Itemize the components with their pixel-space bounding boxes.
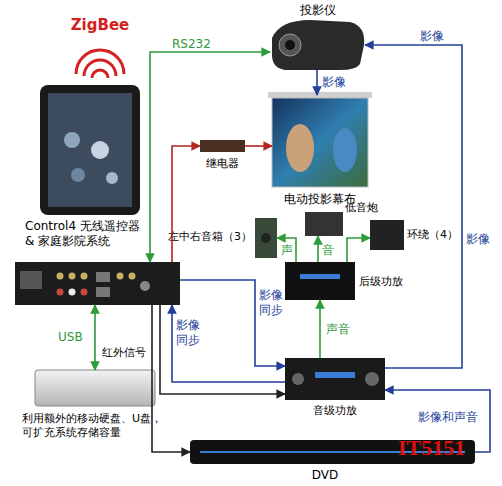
- projector-lens: [285, 40, 295, 50]
- tablet-icon: [71, 168, 85, 182]
- tablet-body: [40, 85, 140, 215]
- amplifier-display: [300, 274, 340, 279]
- connector-label: 红外信号: [102, 346, 146, 360]
- connector-label: 声音: [326, 322, 350, 337]
- screen-image: [272, 98, 368, 187]
- wireless-arc: [84, 60, 116, 76]
- connector: [316, 70, 318, 95]
- port: [96, 287, 110, 297]
- device-label: Control4 无线遥控器 & 家庭影院系统: [25, 219, 147, 249]
- connector-label: 音: [322, 243, 334, 258]
- connector: [150, 52, 270, 262]
- device-node: Control4 无线遥控器 & 家庭影院系统: [15, 262, 180, 305]
- port: [69, 289, 76, 296]
- relay-body: [200, 140, 245, 152]
- controller-body: [15, 262, 180, 305]
- amplifier-knob: [292, 373, 304, 385]
- port: [81, 289, 88, 296]
- subwoofer: [305, 212, 343, 236]
- connector-label: 影像和声音: [418, 410, 478, 425]
- connector: [245, 145, 272, 147]
- port: [69, 273, 76, 280]
- port: [96, 272, 110, 282]
- device-label: 投影仪: [285, 3, 350, 18]
- signal-label: 影像: [420, 29, 444, 44]
- device-label: 继电器: [192, 157, 252, 171]
- device-node: 投影仪: [270, 20, 365, 70]
- device-label: 左中右音箱（3）: [153, 230, 252, 244]
- connector: [347, 238, 370, 262]
- watermark: IT5151: [398, 434, 465, 462]
- screen-figure: [286, 124, 314, 172]
- connector: [94, 305, 96, 370]
- tablet-icon: [106, 172, 118, 184]
- device-label: 环绕（4）: [407, 228, 467, 242]
- port: [117, 273, 124, 280]
- connector-label: RS232: [172, 37, 211, 52]
- device-label: 音级功放: [300, 404, 370, 418]
- device-node: 低音炮: [305, 212, 343, 236]
- wireless-arc: [92, 70, 108, 78]
- device-node: 继电器: [200, 140, 245, 152]
- speaker-cone: [261, 233, 271, 243]
- connector: [172, 146, 200, 262]
- device-node: 音级功放: [285, 358, 385, 400]
- device-label: ZigBee: [65, 16, 135, 35]
- device-node: 环绕（4）: [370, 220, 404, 250]
- amplifier-body: [285, 262, 355, 300]
- tablet-icon: [91, 141, 109, 159]
- amplifier-knob: [365, 372, 379, 386]
- power-socket: [20, 271, 42, 289]
- device-node: ZigBee: [40, 85, 140, 215]
- connector: [365, 45, 462, 368]
- screen-figure: [333, 128, 357, 172]
- device-node: 电动投影幕布: [272, 95, 368, 187]
- port: [57, 289, 64, 296]
- device-node: 左中右音箱（3）: [255, 218, 277, 258]
- connector: [160, 305, 285, 394]
- port: [140, 281, 150, 291]
- connector-label: 声: [281, 243, 293, 258]
- connector-label: 影像: [322, 75, 346, 90]
- connector-label: USB: [58, 330, 83, 345]
- port: [81, 273, 88, 280]
- connector-label: 影像: [466, 232, 490, 247]
- device-label: 后级功放: [359, 275, 414, 289]
- connector: [319, 300, 321, 358]
- port: [129, 273, 136, 280]
- connector: [317, 236, 319, 262]
- speaker: [255, 218, 277, 258]
- connector: [277, 238, 296, 262]
- device-node: 利用额外的移动硬盘、U盘，可扩充系统存储容量: [35, 370, 155, 406]
- device-node: 后级功放: [285, 262, 355, 300]
- hard-drive: [35, 370, 155, 406]
- connector-label: 影像 同步: [259, 288, 285, 318]
- tablet-icon: [64, 132, 80, 148]
- connector-label: 影像 同步: [176, 318, 202, 348]
- port: [57, 273, 64, 280]
- device-label: DVD: [300, 468, 350, 483]
- device-label: 利用额外的移动硬盘、U盘，可扩充系统存储容量: [22, 412, 172, 440]
- amplifier-body: [285, 358, 385, 400]
- projector-body: [272, 20, 364, 70]
- device-label: 低音炮: [345, 201, 390, 215]
- amplifier-display: [315, 372, 355, 378]
- tablet-screen: [48, 93, 132, 207]
- speaker: [370, 220, 404, 250]
- screen-roller: [268, 92, 372, 98]
- projector-lens: [279, 34, 301, 56]
- wireless-arc: [76, 50, 124, 74]
